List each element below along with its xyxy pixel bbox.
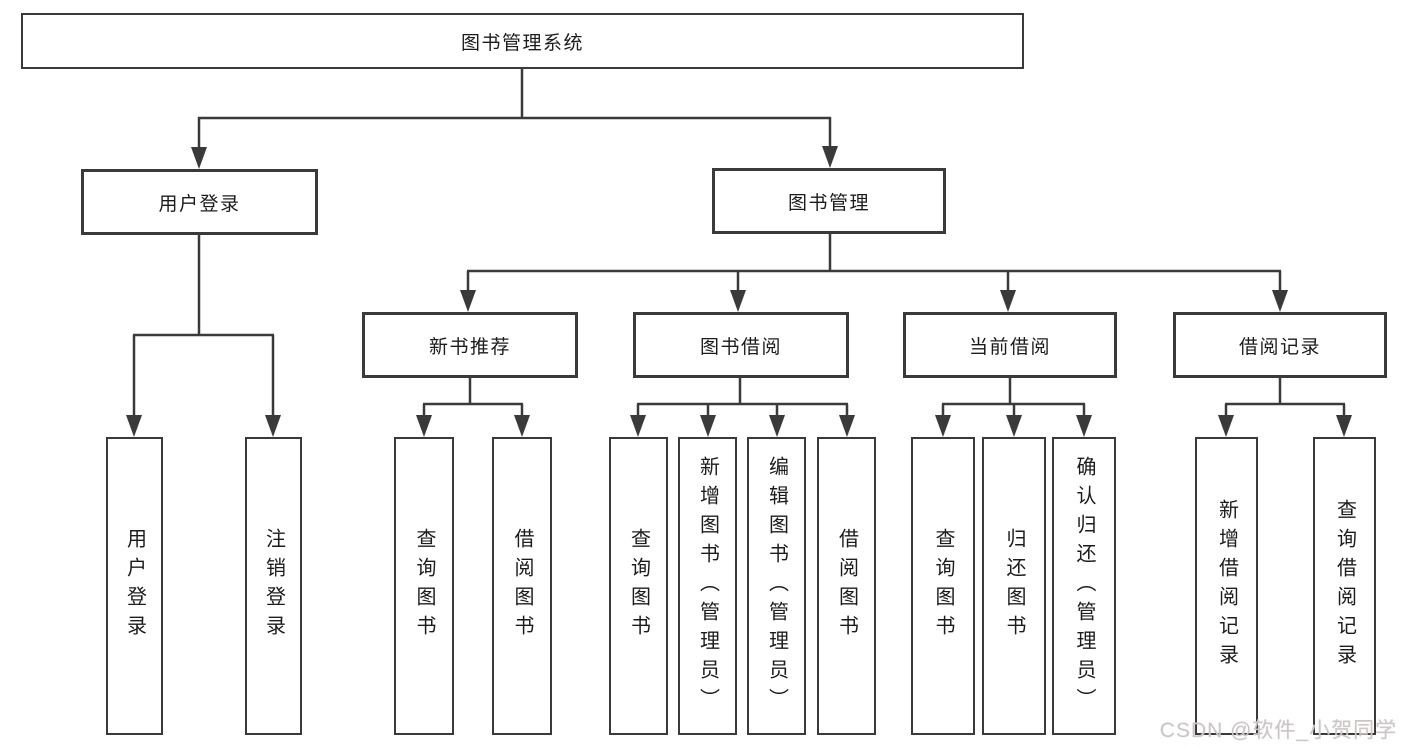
leaf-borrow-edit-book-admin: 编辑图书（管理员） [747,437,806,735]
leaf-records-add-borrow-record: 新增借阅记录 [1195,437,1258,735]
node-book-borrowing: 图书借阅 [633,312,849,378]
leaf-borrow-add-book-admin: 新增图书（管理员） [678,437,737,735]
node-new-book-recommendation: 新书推荐 [362,312,578,378]
node-book-management: 图书管理 [712,168,946,234]
leaf-recommend-borrow-book: 借阅图书 [492,437,552,735]
leaf-logout: 注销登录 [245,437,302,735]
leaf-borrow-borrow-book: 借阅图书 [817,437,876,735]
leaf-recommend-query-book: 查询图书 [394,437,454,735]
node-library-management-system: 图书管理系统 [21,13,1024,69]
leaf-records-query-borrow-record: 查询借阅记录 [1313,437,1376,735]
leaf-borrow-query-book: 查询图书 [609,437,668,735]
leaf-current-query-book: 查询图书 [911,437,975,735]
node-current-borrowing: 当前借阅 [903,312,1117,378]
arrowhead-icons [126,146,1352,437]
leaf-user-login: 用户登录 [106,437,163,735]
node-user-login: 用户登录 [81,169,318,235]
leaf-current-confirm-return-admin: 确认归还（管理员） [1052,437,1116,735]
leaf-current-return-book: 归还图书 [982,437,1046,735]
node-borrowing-records: 借阅记录 [1173,312,1387,378]
